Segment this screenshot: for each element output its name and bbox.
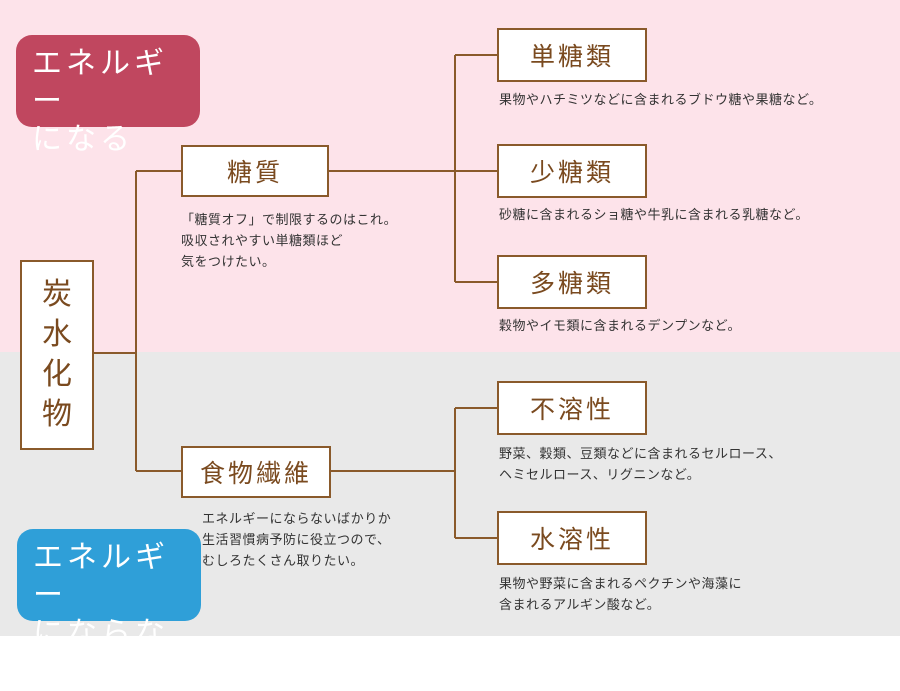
root-char-3: 化 xyxy=(42,357,72,392)
mono-node: 単糖類 xyxy=(497,28,647,82)
carbohydrate-root-node: 炭 水 化 物 xyxy=(20,260,94,450)
energy-badge-label: エネルギー になる xyxy=(32,46,168,157)
soluble-node: 水溶性 xyxy=(497,511,647,565)
insoluble-node: 不溶性 xyxy=(497,381,647,435)
root-char-1: 炭 xyxy=(42,277,72,312)
sugar-node-label: 糖質 xyxy=(226,158,283,187)
poly-node: 多糖類 xyxy=(497,255,647,309)
poly-desc: 穀物やイモ類に含まれるデンプンなど。 xyxy=(499,319,741,334)
sugar-node: 糖質 xyxy=(181,145,329,197)
oligo-node-label: 少糖類 xyxy=(529,158,614,187)
insoluble-desc: 野菜、穀類、豆類などに含まれるセルロース、 ヘミセルロース、リグニンなど。 xyxy=(499,447,782,483)
oligo-node: 少糖類 xyxy=(497,144,647,198)
energy-badge: エネルギー になる xyxy=(16,35,200,157)
no-energy-badge: エネルギー にならない xyxy=(17,529,201,689)
sugar-note: 「糖質オフ」で制限するのはこれ。 吸収されやすい単糖類ほど 気をつけたい。 xyxy=(181,213,398,270)
soluble-desc: 果物や野菜に含まれるペクチンや海藻に 含まれるアルギン酸など。 xyxy=(499,577,743,613)
soluble-node-label: 水溶性 xyxy=(529,525,614,554)
oligo-desc: 砂糖に含まれるショ糖や牛乳に含まれる乳糖など。 xyxy=(499,208,809,223)
no-energy-badge-label: エネルギー にならない xyxy=(33,540,169,689)
insoluble-node-label: 不溶性 xyxy=(529,395,614,424)
root-char-2: 水 xyxy=(42,317,72,352)
fiber-node: 食物繊維 xyxy=(181,446,331,498)
mono-desc: 果物やハチミツなどに含まれるブドウ糖や果糖など。 xyxy=(499,93,823,108)
poly-node-label: 多糖類 xyxy=(529,269,614,298)
fiber-note: エネルギーにならないばかりか 生活習慣病予防に役立つので、 むしろたくさん取りた… xyxy=(202,512,392,569)
mono-node-label: 単糖類 xyxy=(529,42,614,71)
connector-lines xyxy=(94,54,497,539)
root-char-4: 物 xyxy=(42,397,72,432)
fiber-node-label: 食物繊維 xyxy=(199,459,312,488)
